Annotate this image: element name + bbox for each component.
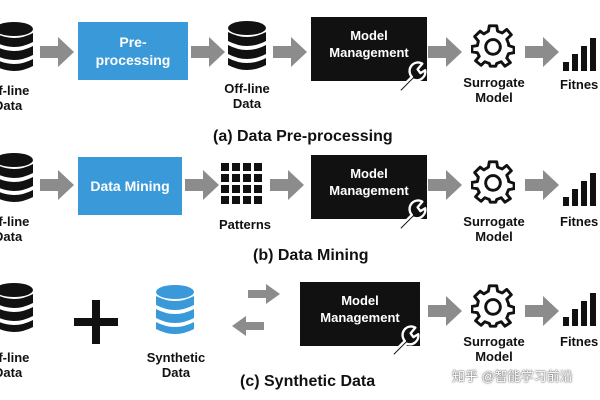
gear-icon	[471, 24, 515, 68]
fitness-label: Fitnes	[560, 214, 599, 229]
patterns-label: Patterns	[218, 217, 272, 232]
offline-data-label: Off-line Data	[224, 81, 270, 111]
surrogate-model-label: Surrogate Model	[463, 214, 525, 244]
arrow-right-icon	[428, 37, 462, 67]
caption-a: (a) Data Pre-processing	[213, 128, 393, 145]
database-icon	[0, 152, 34, 204]
arrow-right-icon	[428, 296, 462, 326]
surrogate-model-label: Surrogate Model	[463, 75, 525, 105]
model-management-box: Model Management	[311, 17, 427, 81]
arrow-right-icon	[185, 170, 219, 200]
bar-chart-icon	[563, 35, 600, 71]
offline-data-label: ff-line Data	[0, 350, 30, 380]
gear-icon	[471, 160, 515, 204]
fitness-label: Fitnes	[560, 334, 599, 349]
caption-c: (c) Synthetic Data	[240, 373, 376, 390]
wrench-icon	[391, 194, 429, 232]
arrow-right-icon	[40, 37, 74, 67]
preprocessing-box: Pre- processing	[78, 22, 188, 80]
arrow-right-icon	[273, 37, 307, 67]
synthetic-data-label: Synthetic Data	[146, 350, 206, 380]
data-mining-box: Data Mining	[78, 157, 182, 215]
caption-b: (b) Data Mining	[253, 247, 369, 264]
watermark: 知乎 @智能学习前沿	[452, 369, 573, 384]
database-icon	[227, 20, 267, 72]
model-management-box: Model Management	[300, 282, 420, 346]
surrogate-model-label: Surrogate Model	[463, 334, 525, 364]
database-icon	[0, 282, 34, 334]
arrow-right-icon	[270, 170, 304, 200]
arrow-right-icon	[525, 170, 559, 200]
bar-chart-icon	[563, 170, 600, 206]
arrow-right-icon	[428, 170, 462, 200]
fitness-label: Fitnes	[560, 77, 599, 92]
arrow-right-icon	[525, 296, 559, 326]
database-icon	[0, 21, 34, 73]
wrench-icon	[384, 320, 422, 358]
arrow-right-icon	[525, 37, 559, 67]
bar-chart-icon	[563, 290, 600, 326]
wrench-icon	[391, 56, 429, 94]
model-management-box: Model Management	[311, 155, 427, 219]
gear-icon	[471, 284, 515, 328]
plus-icon	[74, 300, 118, 344]
offline-data-label: ff-line Data	[0, 214, 30, 244]
arrow-right-icon	[191, 37, 225, 67]
dot-grid-icon	[221, 163, 262, 204]
swap-arrows-icon	[232, 284, 280, 336]
database-icon	[155, 284, 195, 336]
arrow-right-icon	[40, 170, 74, 200]
offline-data-label: ff-line Data	[0, 83, 30, 113]
